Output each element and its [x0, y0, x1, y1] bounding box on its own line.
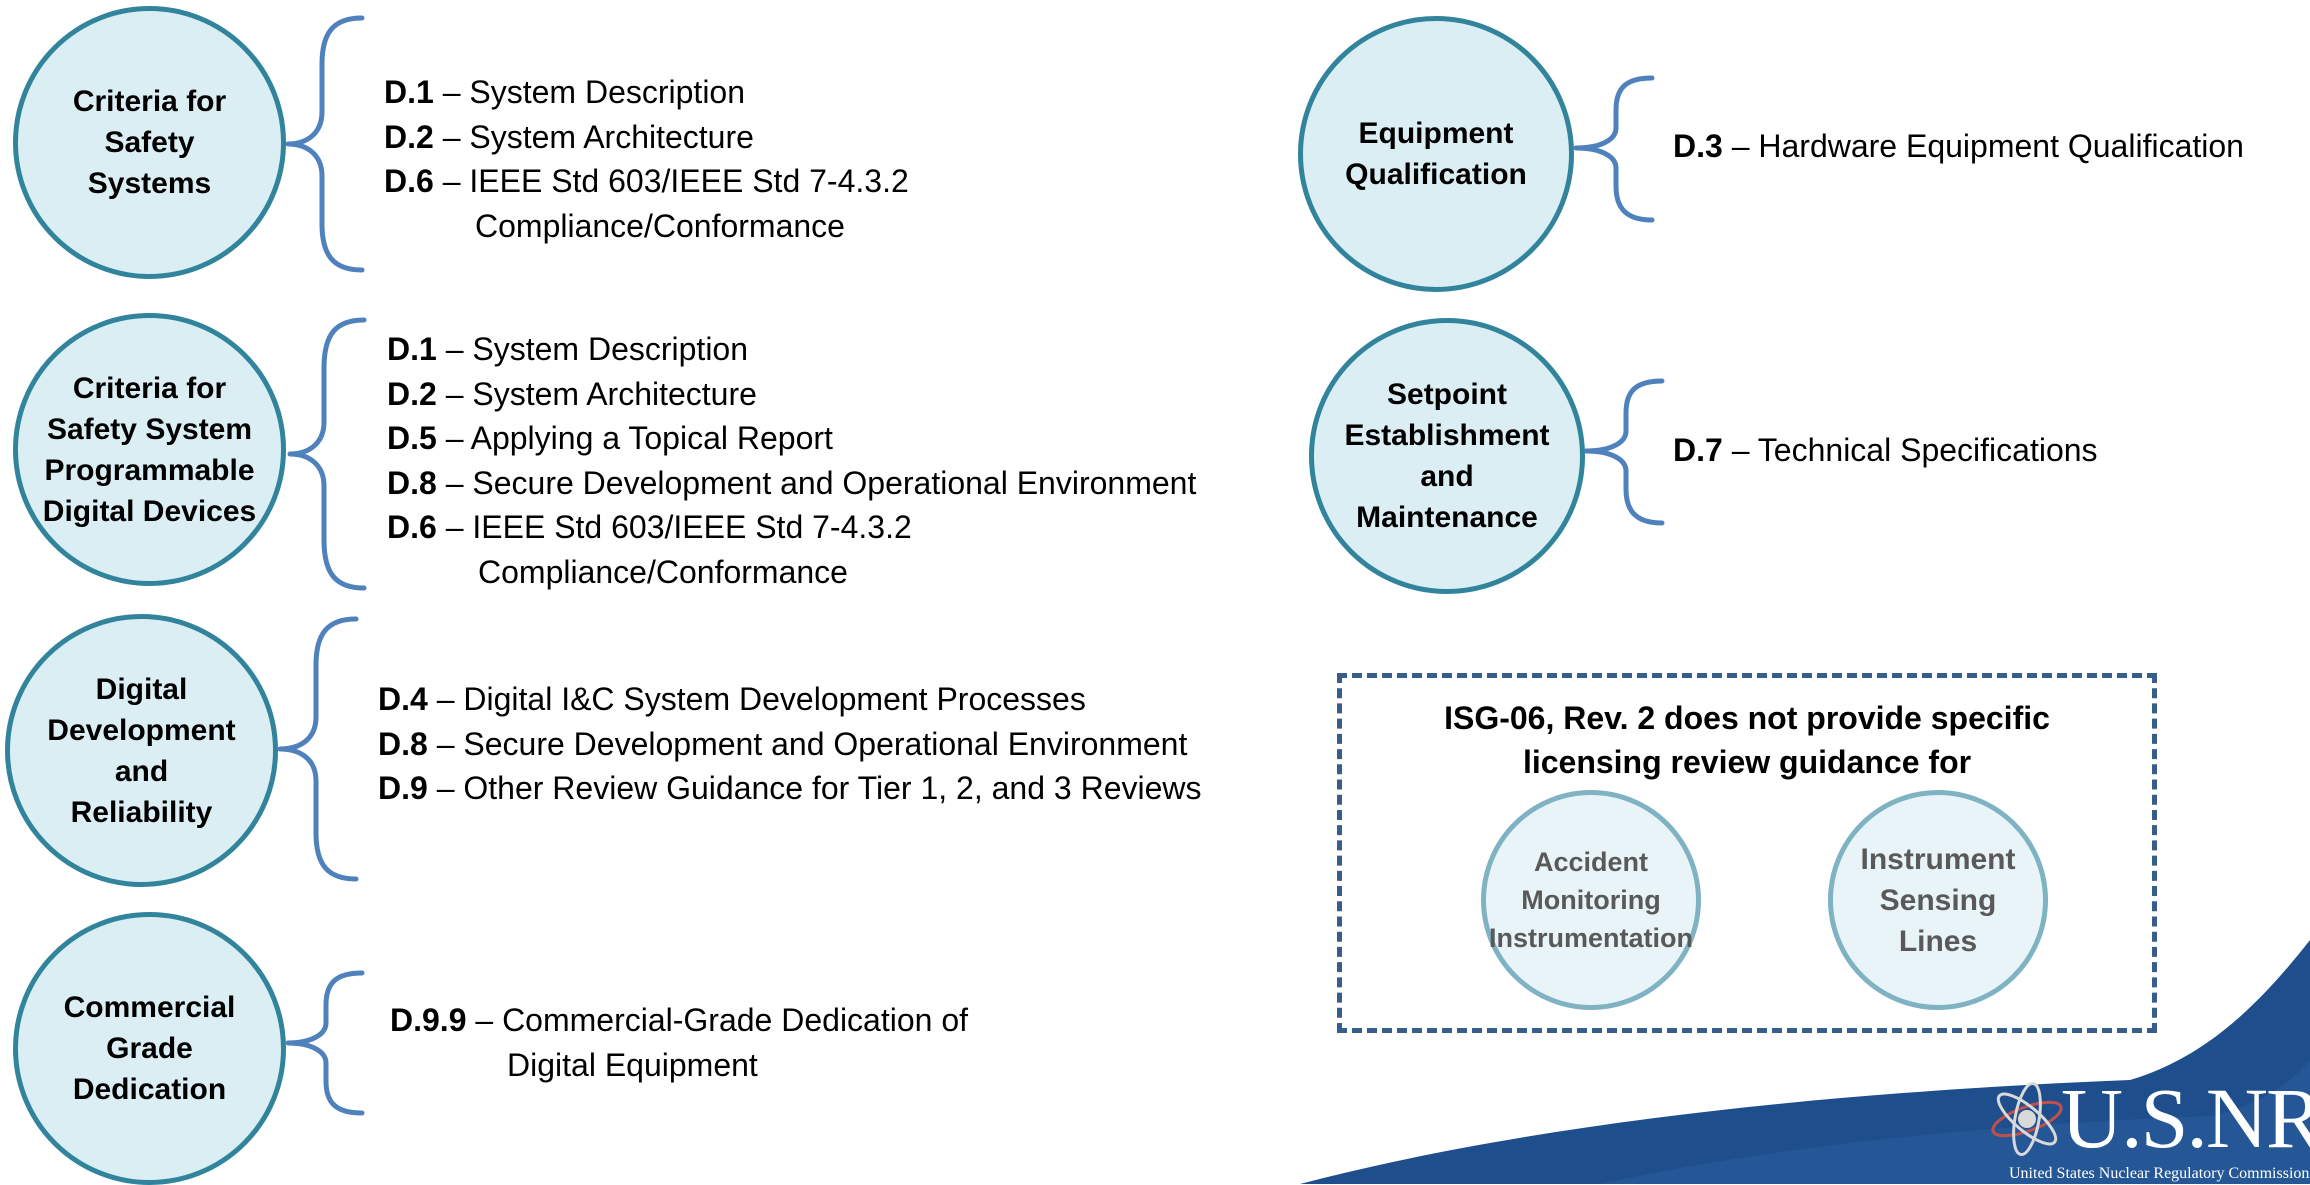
item-continuation: Compliance/Conformance — [475, 207, 845, 244]
logo-subtitle: United States Nuclear Regulatory Commiss… — [2009, 1165, 2310, 1182]
item-code: D.8 — [387, 464, 437, 501]
note-title: ISG-06, Rev. 2 does not provide specific… — [1444, 700, 2050, 780]
topic-circle-commercial-grade-dedication: Commercial Grade Dedication — [13, 912, 286, 1185]
list-item: D.1 – System Description — [384, 70, 909, 115]
item-list-safety-systems: D.1 – System Description D.2 – System Ar… — [384, 70, 909, 248]
item-code: D.2 — [384, 118, 434, 155]
item-text: – Secure Development and Operational Env… — [436, 464, 1197, 501]
note-circle-instrument-sensing-lines: Instrument Sensing Lines — [1828, 790, 2048, 1010]
brace-programmable-digital-devices — [287, 317, 367, 591]
item-text: – System Description — [436, 331, 749, 367]
item-code: D.9 — [378, 770, 428, 807]
item-text: – System Description — [433, 74, 746, 110]
item-code: D.8 — [378, 725, 428, 762]
item-list-equipment-qualification: D.3 – Hardware Equipment Qualification — [1673, 124, 2244, 169]
list-item: D.2 – System Architecture — [387, 372, 1196, 417]
item-code: D.2 — [387, 375, 437, 412]
item-code: D.6 — [387, 509, 437, 546]
list-item: D.6 – IEEE Std 603/IEEE Std 7-4.3.2 — [384, 159, 909, 204]
topic-circle-digital-development: Digital Development and Reliability — [5, 614, 278, 887]
list-item: D.2 – System Architecture — [384, 115, 909, 160]
logo-text: U.S.NRC — [2061, 1075, 2310, 1166]
item-text: – Applying a Topical Report — [436, 420, 833, 457]
topic-circle-setpoint-establishment: Setpoint Establishment and Maintenance — [1309, 318, 1585, 594]
list-item: D.9 – Other Review Guidance for Tier 1, … — [378, 766, 1202, 811]
item-code: D.5 — [387, 420, 437, 457]
list-item: D.5 – Applying a Topical Report — [387, 416, 1196, 461]
note-box: ISG-06, Rev. 2 does not provide specific… — [1337, 673, 2157, 1033]
brace-equipment-qualification — [1573, 75, 1655, 223]
item-code: D.4 — [378, 681, 428, 717]
item-code: D.7 — [1673, 432, 1723, 468]
item-text: – Digital I&C System Development Process… — [427, 681, 1086, 717]
topic-circle-equipment-qualification: Equipment Qualification — [1298, 16, 1574, 292]
list-item: D.3 – Hardware Equipment Qualification — [1673, 124, 2244, 169]
atom-icon — [1991, 1081, 2063, 1157]
list-item: D.8 – Secure Development and Operational… — [387, 461, 1196, 506]
topic-label: Commercial Grade Dedication — [63, 991, 236, 1106]
item-text: – IEEE Std 603/IEEE Std 7-4.3.2 — [436, 509, 912, 546]
topic-label: Setpoint Establishment and Maintenance — [1344, 378, 1550, 534]
item-text: – System Architecture — [433, 118, 754, 155]
brace-safety-systems — [285, 15, 365, 273]
item-text: – Secure Development and Operational Env… — [427, 725, 1188, 762]
item-list-digital-development: D.4 – Digital I&C System Development Pro… — [378, 677, 1202, 811]
note-circle-label: Accident Monitoring Instrumentation — [1488, 847, 1693, 953]
list-item: D.4 – Digital I&C System Development Pro… — [378, 677, 1202, 722]
note-circle-accident-monitoring: Accident Monitoring Instrumentation — [1481, 790, 1701, 1010]
item-code: D.1 — [384, 74, 434, 110]
topic-label: Criteria for Safety Systems — [72, 85, 227, 200]
item-code: D.1 — [387, 331, 437, 367]
item-text: – IEEE Std 603/IEEE Std 7-4.3.2 — [433, 163, 909, 200]
item-text: – Commercial-Grade Dedication of — [466, 1002, 969, 1038]
nrc-logo: U.S.NRC United States Nuclear Regulatory… — [1985, 1075, 2310, 1184]
item-code: D.3 — [1673, 128, 1723, 164]
topic-label: Equipment Qualification — [1345, 117, 1527, 191]
topic-circle-safety-systems: Criteria for Safety Systems — [13, 6, 286, 279]
item-text: – Other Review Guidance for Tier 1, 2, a… — [427, 770, 1202, 807]
item-code: D.6 — [384, 163, 434, 200]
topic-label: Criteria for Safety System Programmable … — [42, 371, 257, 528]
item-list-programmable-digital-devices: D.1 – System Description D.2 – System Ar… — [387, 327, 1196, 595]
corner-swoosh — [1300, 940, 2310, 1184]
item-list-setpoint-establishment: D.7 – Technical Specifications — [1673, 428, 2098, 473]
brace-digital-development — [277, 616, 359, 882]
brace-commercial-grade-dedication — [285, 970, 365, 1116]
item-text: – System Architecture — [436, 375, 757, 412]
topic-circle-programmable-digital-devices: Criteria for Safety System Programmable … — [13, 313, 286, 586]
list-item: D.6 – IEEE Std 603/IEEE Std 7-4.3.2 — [387, 505, 1196, 550]
list-item: D.1 – System Description — [387, 327, 1196, 372]
item-text: – Hardware Equipment Qualification — [1722, 128, 2244, 164]
item-list-commercial-grade-dedication: D.9.9 – Commercial-Grade Dedication of D… — [390, 998, 968, 1087]
list-item: D.9.9 – Commercial-Grade Dedication of — [390, 998, 968, 1043]
item-code: D.9.9 — [390, 1002, 467, 1038]
item-continuation: Digital Equipment — [507, 1046, 758, 1083]
item-text: – Technical Specifications — [1722, 432, 2098, 468]
list-item: D.8 – Secure Development and Operational… — [378, 722, 1202, 767]
item-continuation: Compliance/Conformance — [478, 553, 848, 590]
brace-setpoint-establishment — [1583, 378, 1665, 526]
topic-label: Digital Development and Reliability — [47, 672, 236, 829]
list-item: D.7 – Technical Specifications — [1673, 428, 2098, 473]
note-circle-label: Instrument Sensing Lines — [1860, 842, 2016, 958]
